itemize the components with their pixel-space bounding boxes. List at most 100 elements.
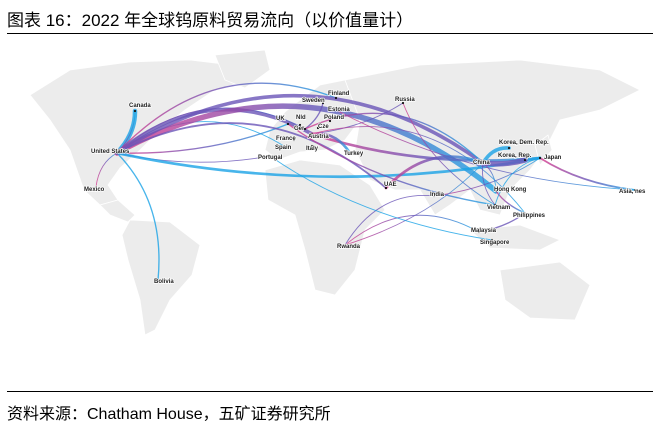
flow-uae-to-china bbox=[384, 155, 485, 190]
node-singapore bbox=[490, 238, 494, 242]
node-sweden bbox=[321, 101, 325, 105]
location-labels: United StatesCanadaMexicoBoliviaFinlandS… bbox=[83, 90, 646, 285]
node-portugal bbox=[268, 154, 272, 158]
label-turkey: Turkey bbox=[344, 151, 364, 157]
label-austria: Austria bbox=[308, 134, 329, 140]
label-korea-rep: Korea, Rep. bbox=[498, 153, 532, 159]
flow-ger-to-china bbox=[304, 112, 484, 164]
label-asia-nes: Asia, nes bbox=[619, 189, 646, 195]
label-malaysia: Malaysia bbox=[471, 228, 497, 234]
australia bbox=[499, 261, 591, 321]
flow-singapore-to-portugal bbox=[269, 155, 493, 241]
flow-vietnam-to-china bbox=[482, 162, 496, 206]
asia bbox=[344, 59, 641, 216]
node-uae bbox=[384, 186, 388, 190]
flow-rwanda-to-malaysia bbox=[344, 214, 480, 246]
flow-united-states-to-finland bbox=[116, 82, 337, 154]
node-korea-rep bbox=[523, 158, 527, 162]
flow-china-to-united-states bbox=[115, 93, 485, 165]
label-spain: Spain bbox=[275, 145, 292, 151]
flow-uk-to-vietnam bbox=[287, 123, 496, 206]
label-russia: Russia bbox=[395, 97, 415, 103]
figure-source: 资料来源：Chatham House，五矿证券研究所 bbox=[7, 406, 331, 423]
node-nld bbox=[298, 123, 302, 127]
label-portugal: Portugal bbox=[258, 155, 283, 161]
greenland bbox=[214, 49, 271, 89]
node-uk bbox=[286, 122, 290, 126]
label-bolivia: Bolivia bbox=[154, 279, 174, 285]
label-ger: Ger bbox=[294, 126, 305, 132]
label-korea-dem-rep: Korea, Dem. Rep. bbox=[499, 140, 549, 146]
node-mexico bbox=[94, 185, 98, 189]
node-poland bbox=[328, 119, 332, 123]
flow-austria-to-turkey bbox=[310, 132, 352, 155]
node-canada bbox=[133, 109, 137, 113]
node-finland bbox=[334, 96, 338, 100]
node-india bbox=[432, 194, 436, 198]
label-japan: Japan bbox=[544, 155, 562, 161]
node-korea-dem-rep bbox=[507, 146, 511, 150]
label-china: China bbox=[473, 160, 490, 166]
figure-title: 图表 16：2022 年全球钨原料贸易流向（以价值量计） bbox=[7, 11, 414, 30]
africa bbox=[264, 159, 386, 296]
title-divider bbox=[7, 33, 653, 34]
node-philippines bbox=[523, 211, 527, 215]
flow-mexico-to-united-states bbox=[95, 152, 118, 188]
node-united-states bbox=[115, 151, 119, 155]
flow-hong-kong-to-philippines bbox=[495, 190, 526, 214]
label-philippines: Philippines bbox=[513, 213, 546, 219]
node-ger bbox=[303, 127, 307, 131]
label-mexico: Mexico bbox=[84, 187, 105, 193]
label-vietnam: Vietnam bbox=[487, 205, 510, 211]
node-cze bbox=[316, 126, 320, 130]
node-estonia bbox=[334, 108, 338, 112]
flow-bolivia-to-united-states bbox=[116, 152, 160, 281]
flow-china-to-hong-kong bbox=[482, 162, 497, 192]
flow-austria-to-philippines bbox=[311, 126, 526, 214]
label-singapore: Singapore bbox=[480, 240, 510, 246]
label-cze: Cze bbox=[318, 124, 329, 130]
flow-sweden-to-ger bbox=[304, 102, 324, 130]
label-hong-kong: Hong Kong bbox=[494, 187, 527, 193]
flow-philippines-to-malaysia bbox=[478, 212, 526, 233]
node-turkey bbox=[348, 151, 352, 155]
label-finland: Finland bbox=[328, 91, 350, 97]
label-rwanda: Rwanda bbox=[337, 244, 361, 250]
label-france: France bbox=[276, 136, 296, 142]
node-china bbox=[481, 161, 485, 165]
flow-korea-rep--to-china bbox=[480, 157, 528, 167]
node-vietnam bbox=[493, 203, 497, 207]
flow-austria-to-united-states bbox=[115, 107, 314, 155]
label-canada: Canada bbox=[129, 103, 151, 109]
node-spain bbox=[285, 146, 289, 150]
node-malaysia bbox=[477, 230, 481, 234]
node-russia bbox=[401, 101, 405, 105]
node-france bbox=[292, 138, 296, 142]
flow-rwanda-to-china bbox=[344, 162, 484, 246]
label-sweden: Sweden bbox=[302, 98, 325, 104]
flow-lines bbox=[95, 82, 636, 281]
flow-japan-to-vietnam bbox=[494, 157, 541, 206]
node-asia-nes bbox=[633, 188, 637, 192]
node-rwanda bbox=[343, 243, 347, 247]
southeast-asia-islands bbox=[469, 224, 561, 251]
flow-india-to-rwanda bbox=[344, 195, 435, 246]
label-italy: Italy bbox=[306, 146, 319, 152]
source-divider bbox=[7, 391, 653, 392]
south-america bbox=[121, 219, 201, 336]
flow-united-states-to-uk bbox=[116, 123, 289, 154]
flow-korea-dem-rep--to-china bbox=[481, 146, 511, 165]
label-poland: Poland bbox=[324, 115, 344, 121]
label-nld: Nld bbox=[296, 115, 306, 121]
central-america bbox=[99, 199, 136, 223]
flow-japan-to-asia-nes bbox=[539, 157, 636, 191]
node-italy bbox=[310, 144, 314, 148]
node-hong-kong bbox=[494, 189, 498, 193]
label-estonia: Estonia bbox=[328, 107, 350, 113]
node-bolivia bbox=[156, 278, 160, 282]
flow-uae-to-united-states bbox=[116, 122, 387, 189]
label-united-states: United States bbox=[91, 149, 130, 155]
node-austria bbox=[310, 132, 314, 136]
label-uk: UK bbox=[276, 116, 285, 122]
label-uae: UAE bbox=[384, 182, 397, 188]
